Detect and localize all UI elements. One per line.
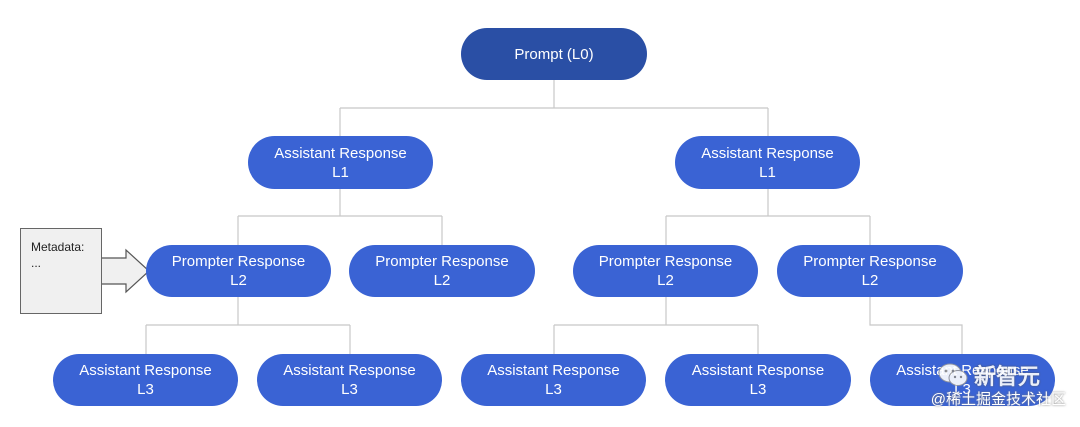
node-label: Prompter Response — [598, 253, 733, 270]
node-label: Assistant Response — [487, 362, 620, 379]
assistant-response-l1-left: Assistant Response L1 — [248, 136, 433, 189]
node-level: L2 — [657, 272, 674, 289]
node-level: L3 — [749, 381, 767, 398]
node-level: L2 — [433, 272, 451, 289]
node-label: Assistant Response — [691, 362, 825, 379]
node-level: L3 — [137, 381, 154, 398]
prompter-response-l2-1: Prompter Response L2 — [146, 245, 331, 297]
node-level: L1 — [332, 163, 349, 181]
metadata-box: Metadata: ... — [20, 228, 102, 314]
node-label: Prompter Response — [171, 253, 306, 270]
assistant-response-l3-4: Assistant Response L3 — [665, 354, 851, 406]
watermark-main: 新智元 — [973, 364, 1040, 389]
node-label: Assistant Response — [79, 362, 212, 379]
metadata-label: Metadata: — [31, 240, 85, 254]
node-level: L3 — [545, 381, 562, 398]
node-label: Assistant Response — [701, 144, 834, 162]
node-label: Assistant Response — [274, 144, 407, 162]
watermark-sub: @稀土掘金技术社区 — [930, 391, 1066, 408]
assistant-response-l3-2: Assistant Response L3 — [257, 354, 442, 406]
node-label: Prompter Response — [375, 253, 509, 270]
node-label: Assistant Response — [283, 362, 416, 379]
metadata-value: ... — [31, 256, 42, 270]
metadata-arrow — [100, 248, 150, 294]
watermark: 新智元 — [938, 359, 1040, 391]
node-label: Prompter Response — [803, 253, 937, 270]
node-level: L2 — [861, 272, 879, 289]
node-label: Assistant Response — [896, 362, 1029, 379]
node-label: Prompt (L0) — [514, 45, 594, 63]
assistant-response-l3-1: Assistant Response L3 — [53, 354, 238, 406]
prompter-response-l2-4: Prompter Response L2 — [777, 245, 963, 297]
prompt-node-l0: Prompt (L0) — [461, 28, 647, 80]
assistant-response-l1-right: Assistant Response L1 — [675, 136, 860, 189]
node-level: L3 — [341, 381, 358, 398]
node-level: L1 — [759, 163, 776, 181]
node-level: L2 — [230, 272, 247, 289]
assistant-response-l3-3: Assistant Response L3 — [461, 354, 646, 406]
prompter-response-l2-3: Prompter Response L2 — [573, 245, 758, 297]
wechat-icon — [938, 363, 968, 386]
prompter-response-l2-2: Prompter Response L2 — [349, 245, 535, 297]
